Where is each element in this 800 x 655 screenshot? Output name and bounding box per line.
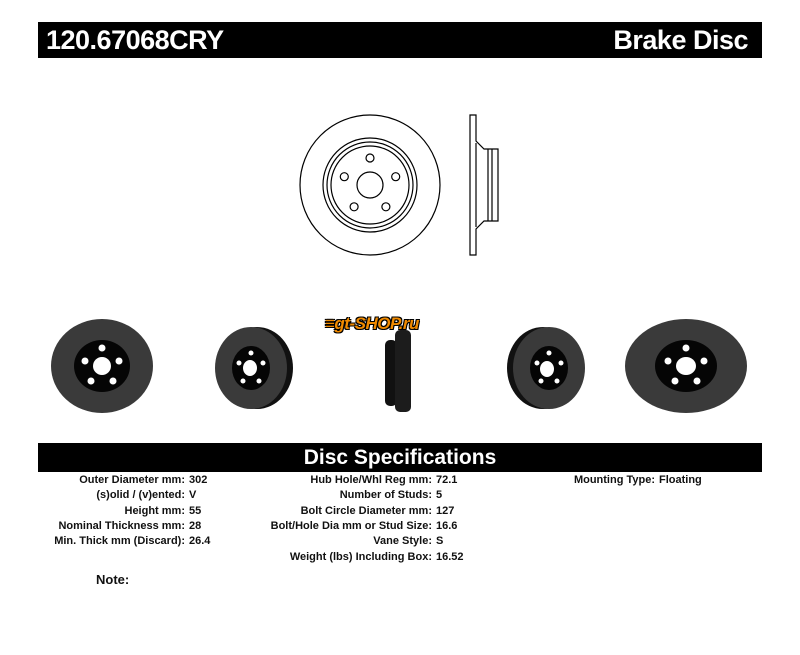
spec-value: S [436, 535, 444, 548]
spec-label: Weight (lbs) Including Box: [289, 550, 432, 563]
spec-title: Disc Specifications [303, 446, 497, 469]
spec-label: Mounting Type: [573, 474, 655, 486]
note-label: Note: [96, 572, 130, 587]
spec-value: 5 [436, 489, 443, 502]
spec-value: 26.4 [189, 535, 211, 548]
spec-value: 302 [189, 474, 208, 486]
shop-logo: ≡gt-SHOP.ru [325, 314, 419, 333]
spec-label: Outer Diameter mm: [79, 474, 185, 486]
header-bar: 120.67068CRY Brake Disc [38, 22, 762, 58]
spec-value: 16.6 [436, 519, 458, 532]
spec-value: 28 [189, 519, 202, 532]
disc-photo-front-left [51, 319, 153, 413]
spec-label: Bolt Circle Diameter mm: [300, 504, 432, 517]
spec-value: 72.1 [436, 474, 458, 486]
spec-label: (s)olid / (v)ented: [96, 489, 185, 502]
spec-value: 55 [189, 504, 202, 517]
disc-photo-angle-right [507, 327, 585, 409]
disc-photo-angle-left [215, 327, 293, 409]
spec-title-bar: Disc Specifications [38, 443, 762, 472]
disc-photo-front-right [625, 319, 747, 413]
spec-label: Number of Studs: [339, 489, 432, 502]
disc-side-section-drawing [469, 114, 499, 256]
spec-label: Height mm: [124, 504, 186, 517]
spec-label: Min. Thick mm (Discard): [54, 535, 185, 548]
spec-value: 16.52 [436, 550, 464, 563]
product-type: Brake Disc [613, 25, 748, 55]
spec-value: V [189, 489, 197, 502]
disc-front-drawing [299, 114, 441, 256]
spec-label: Vane Style: [373, 535, 432, 548]
spec-value: Floating [659, 474, 702, 486]
part-number: 120.67068CRY [46, 25, 224, 55]
disc-photo-side [385, 330, 411, 412]
spec-label: Nominal Thickness mm: [58, 519, 185, 532]
spec-value: 127 [436, 504, 455, 517]
spec-label: Hub Hole/Whl Reg mm: [310, 474, 432, 486]
spec-label: Bolt/Hole Dia mm or Stud Size: [270, 519, 432, 532]
